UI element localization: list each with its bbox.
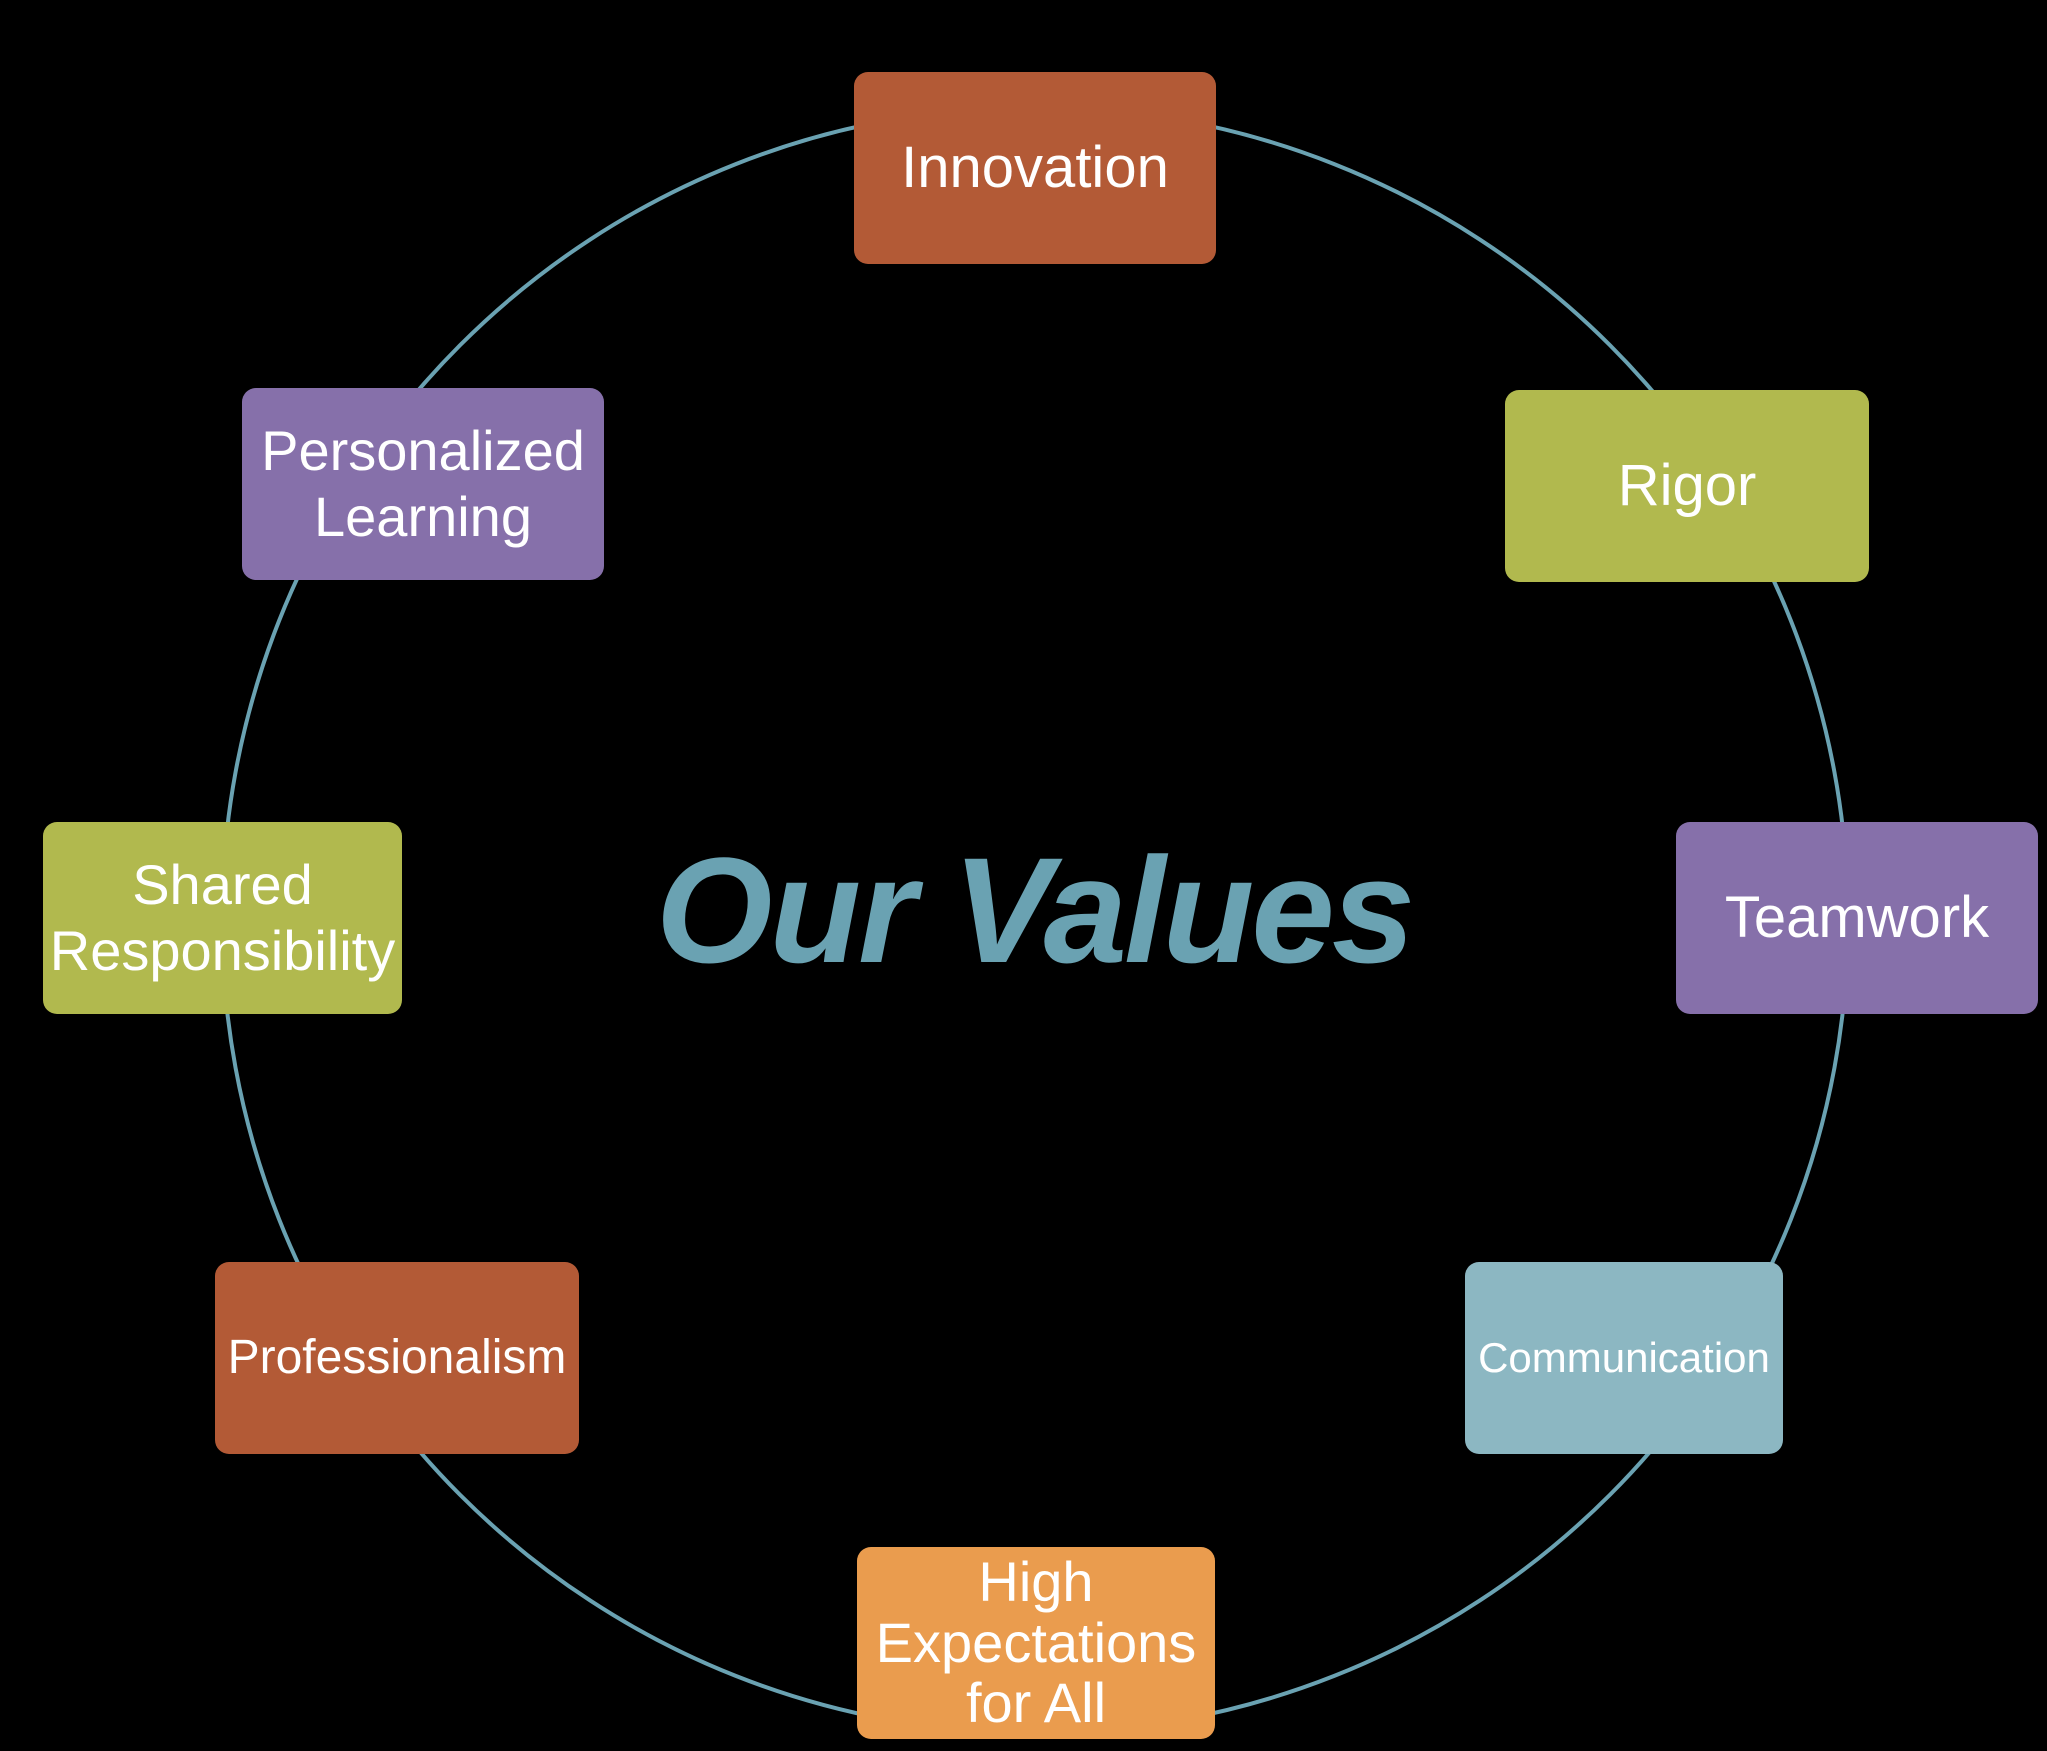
value-node-rigor: Rigor	[1505, 390, 1869, 582]
value-node-high-expectations: High Expectations for All	[857, 1547, 1215, 1739]
value-node-communication: Communication	[1465, 1262, 1783, 1454]
value-node-innovation: Innovation	[854, 72, 1216, 264]
value-node-teamwork: Teamwork	[1676, 822, 2038, 1014]
value-node-professionalism: Professionalism	[215, 1262, 579, 1454]
value-node-shared-responsibility: Shared Responsibility	[43, 822, 402, 1014]
value-node-personalized-learning: Personalized Learning	[242, 388, 604, 580]
diagram-title: Our Values	[655, 825, 1415, 994]
